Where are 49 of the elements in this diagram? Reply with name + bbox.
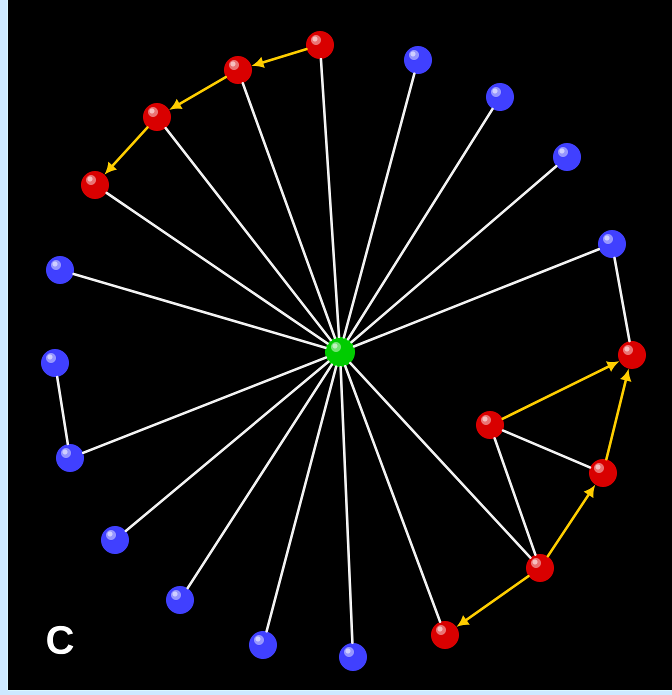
network-node [553, 143, 581, 171]
network-node [46, 256, 74, 284]
connector [346, 108, 494, 340]
connector [254, 48, 308, 68]
connector [82, 356, 328, 454]
connector [502, 429, 592, 469]
connector [265, 365, 338, 633]
connector [613, 256, 631, 342]
network-node [166, 586, 194, 614]
connector [124, 360, 330, 532]
network-node [306, 31, 334, 59]
network-node [486, 83, 514, 111]
connector [339, 366, 354, 644]
connector [242, 82, 336, 339]
central-node [325, 337, 355, 367]
network-node [404, 46, 432, 74]
network-node [526, 554, 554, 582]
network-node [81, 171, 109, 199]
connector [164, 126, 332, 342]
connector [546, 486, 594, 558]
connector [171, 76, 228, 110]
network-node [56, 444, 84, 472]
network-node [101, 526, 129, 554]
network-node [431, 621, 459, 649]
network-node [339, 643, 367, 671]
connector [605, 371, 631, 461]
network-node [143, 103, 171, 131]
connector [56, 376, 70, 446]
connector [349, 362, 532, 559]
connector [458, 574, 530, 626]
network-node [41, 349, 69, 377]
network-node [598, 230, 626, 258]
connector [186, 363, 334, 590]
connector [344, 364, 442, 623]
network-node [618, 341, 646, 369]
connector [72, 272, 327, 350]
connector [501, 362, 618, 420]
connector [350, 164, 558, 344]
connector [342, 72, 416, 339]
panel-letter: C [47, 626, 74, 654]
connector [320, 58, 340, 338]
connector [493, 437, 537, 556]
network-node [589, 459, 617, 487]
network-node [224, 56, 252, 84]
connector [105, 192, 329, 345]
network-node [249, 631, 277, 659]
network-node [476, 411, 504, 439]
connector [352, 248, 600, 348]
connector [106, 126, 149, 173]
